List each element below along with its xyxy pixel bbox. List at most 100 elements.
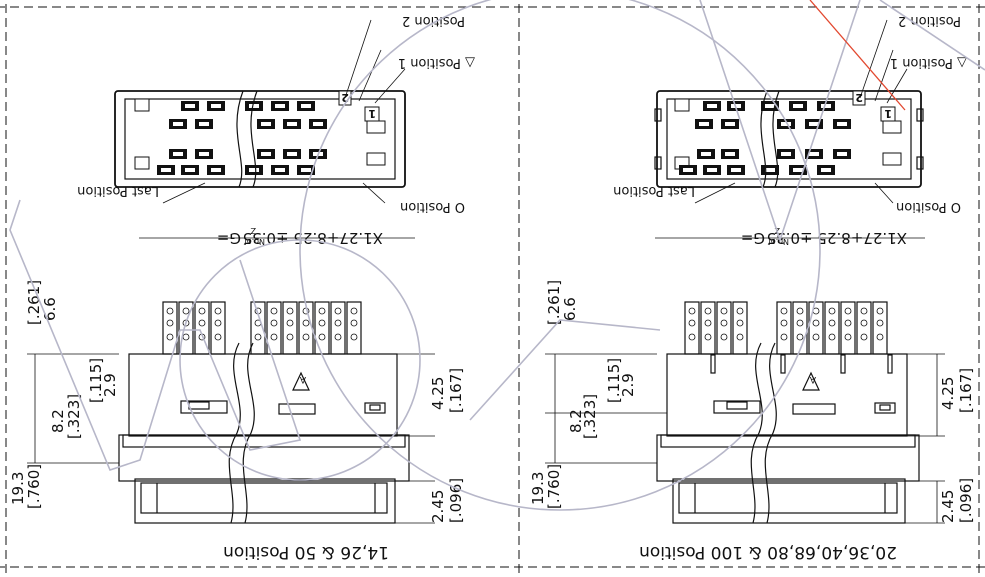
svg-text:2: 2	[855, 91, 863, 104]
svg-text:A: A	[809, 374, 816, 384]
contact-grid	[679, 101, 851, 175]
formula-lhs: G=	[741, 229, 765, 247]
dim-096: [.096]	[957, 478, 975, 523]
label-position-2: Position 2	[898, 13, 961, 28]
dim-8.2: 8.2	[49, 409, 67, 433]
pin-row	[684, 301, 888, 355]
contact	[789, 101, 807, 111]
contact	[789, 165, 807, 175]
contact	[761, 165, 779, 175]
panel-title: 20,36,40,68,80 & 100 Position	[639, 542, 897, 562]
contact	[245, 101, 263, 111]
side-view: A	[118, 301, 410, 524]
pin	[776, 301, 792, 355]
pin	[330, 301, 346, 355]
dim-4.25: 4.25	[429, 377, 447, 410]
dimensions-height: 19.3 [.760] 8.2 [.323] 2.9 [.115] 6.6 [.…	[9, 280, 119, 509]
contact	[817, 165, 835, 175]
formula-text: X1.27+8.25 ±0.35	[767, 229, 907, 247]
dimensions-height: 19.3 [.760] 8.2 [.323] 2.9 [.115] 6.6 [.…	[529, 280, 667, 509]
formula-den: No.of	[768, 237, 789, 246]
contact	[761, 101, 779, 111]
pin	[178, 301, 194, 355]
dim-096: [.096]	[447, 478, 465, 523]
pitch-formula: X1.27+8.25 ±0.35 No.of Z G=	[655, 226, 925, 247]
contact	[157, 165, 175, 175]
dim-167: [.167]	[447, 368, 465, 413]
label-last-position: Last Position	[613, 183, 695, 198]
contact	[245, 165, 263, 175]
contact	[169, 119, 187, 129]
contact	[777, 149, 795, 159]
panel-large: 20,36,40,68,80 & 100 Position	[529, 13, 975, 562]
contact	[283, 119, 301, 129]
triangle-icon: A	[802, 371, 820, 391]
contact	[697, 149, 715, 159]
contact	[271, 101, 289, 111]
pin	[872, 301, 888, 355]
dim-2.9: 2.9	[101, 373, 119, 397]
dim-4.25: 4.25	[939, 377, 957, 410]
pin	[684, 301, 700, 355]
pin	[282, 301, 298, 355]
dim-2.45: 2.45	[939, 490, 957, 523]
dim-8.2: 8.2	[567, 409, 585, 433]
contact	[727, 165, 745, 175]
contact	[195, 149, 213, 159]
dimensions-side: 2.45 [.096] 4.25 [.167]	[905, 353, 975, 524]
pin	[162, 301, 178, 355]
pin	[346, 301, 362, 355]
dim-323: [.323]	[581, 394, 599, 439]
contact	[309, 119, 327, 129]
pitch-formula: X1.27+8.25 ±0.35 No.of Z G=	[139, 226, 415, 247]
watermark	[9, 0, 985, 511]
red-line	[809, 0, 906, 111]
contact	[207, 165, 225, 175]
pin	[314, 301, 330, 355]
contact	[181, 101, 199, 111]
svg-text:1: 1	[368, 107, 376, 120]
pin	[792, 301, 808, 355]
dim-2.9: 2.9	[619, 373, 637, 397]
dim-760: [.760]	[25, 464, 43, 509]
contact-grid	[157, 101, 327, 175]
formula-lhs: G=	[217, 229, 241, 247]
dim-2.45: 2.45	[429, 490, 447, 523]
dim-261: [.261]	[25, 280, 43, 325]
triangle-icon: A	[292, 371, 310, 391]
contact	[833, 149, 851, 159]
contact	[721, 119, 739, 129]
pin	[298, 301, 314, 355]
dim-115: [.115]	[87, 358, 105, 403]
contact	[297, 101, 315, 111]
dim-115: [.115]	[605, 358, 623, 403]
circle-icon	[299, 0, 821, 511]
pin	[250, 301, 266, 355]
pin	[210, 301, 226, 355]
label-position-0: O Position	[400, 199, 465, 214]
label-position-1: △ Position 1	[890, 55, 967, 70]
circle-icon	[179, 239, 421, 481]
pin	[700, 301, 716, 355]
formula-num: Z	[250, 226, 256, 235]
contact	[257, 119, 275, 129]
contact	[777, 119, 795, 129]
contact	[169, 149, 187, 159]
pin	[266, 301, 282, 355]
dim-323: [.323]	[65, 394, 83, 439]
contact	[207, 101, 225, 111]
contact	[817, 101, 835, 111]
panel-small: 14,26 & 50 Position A	[9, 13, 475, 562]
dimensions-side: 2.45 [.096] 4.25 [.167]	[395, 353, 465, 524]
dim-760: [.760]	[545, 464, 563, 509]
contact	[833, 119, 851, 129]
label-position-0: O Position	[896, 199, 961, 214]
contact	[297, 165, 315, 175]
panel-title: 14,26 & 50 Position	[223, 542, 389, 562]
dim-261: [.261]	[545, 280, 563, 325]
pin	[824, 301, 840, 355]
callouts: △ Position 1 Position 2 O Position Last …	[613, 13, 967, 214]
